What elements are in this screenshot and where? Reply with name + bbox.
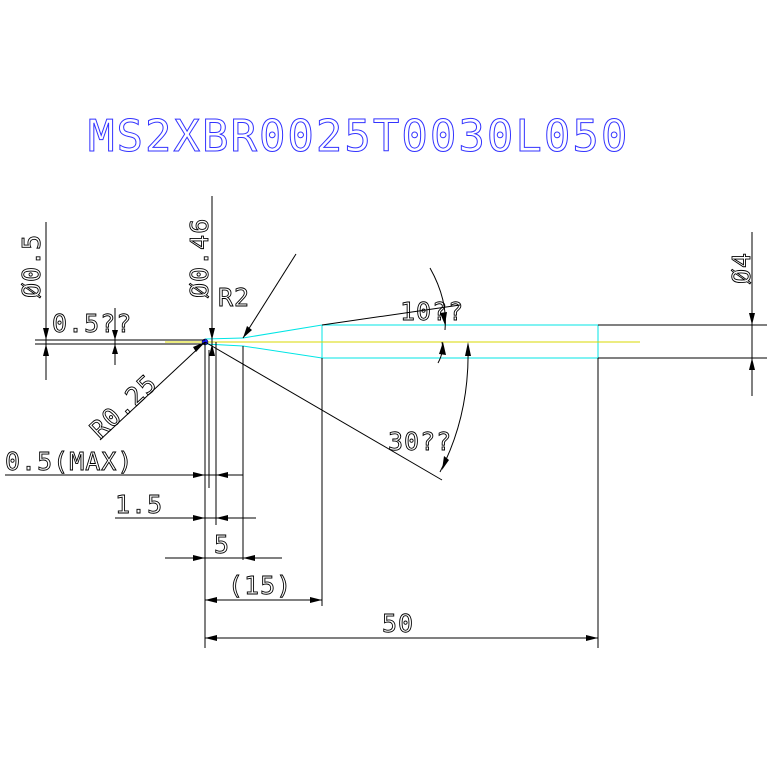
label-dia-neck: Ø0.46 — [185, 218, 214, 298]
label-r025: R0.25 — [84, 368, 162, 444]
dim-tip-diameter — [35, 222, 205, 380]
dim-len-5 — [165, 555, 282, 561]
leader-r2 — [242, 253, 297, 339]
dim-len-50 — [205, 635, 598, 641]
label-angle-30: 30?? — [388, 427, 452, 456]
label-len-paren15: (15) — [228, 571, 292, 600]
label-len-5: 5 — [214, 530, 230, 559]
label-len-tip: 0.5?? — [52, 309, 132, 338]
label-len-max: 0.5(MAX) — [5, 447, 133, 476]
extension-lines — [204, 342, 599, 648]
dim-tip-length — [112, 308, 118, 365]
dim-shank-diameter — [749, 232, 755, 396]
shank-lines — [321, 304, 767, 359]
dim-len-15 — [205, 597, 322, 603]
dim-len-1-5 — [115, 515, 256, 521]
label-dia-tip: Ø0.5 — [17, 234, 46, 298]
label-dia-shank: Ø4 — [727, 252, 756, 284]
dim-len-max — [5, 472, 243, 478]
label-len-1-5: 1.5 — [115, 490, 163, 519]
part-number-title: MS2XBR0025T0030L050 — [88, 111, 629, 162]
dim-angle-10 — [429, 267, 447, 364]
dim-angle-30 — [439, 342, 471, 473]
label-r2: R2 — [218, 283, 250, 312]
angle-30-line — [204, 341, 443, 481]
label-angle-10: 10?? — [400, 297, 464, 326]
leader-r025 — [99, 341, 206, 441]
dim-neck-diameter — [209, 196, 215, 356]
label-len-50: 50 — [382, 609, 414, 638]
